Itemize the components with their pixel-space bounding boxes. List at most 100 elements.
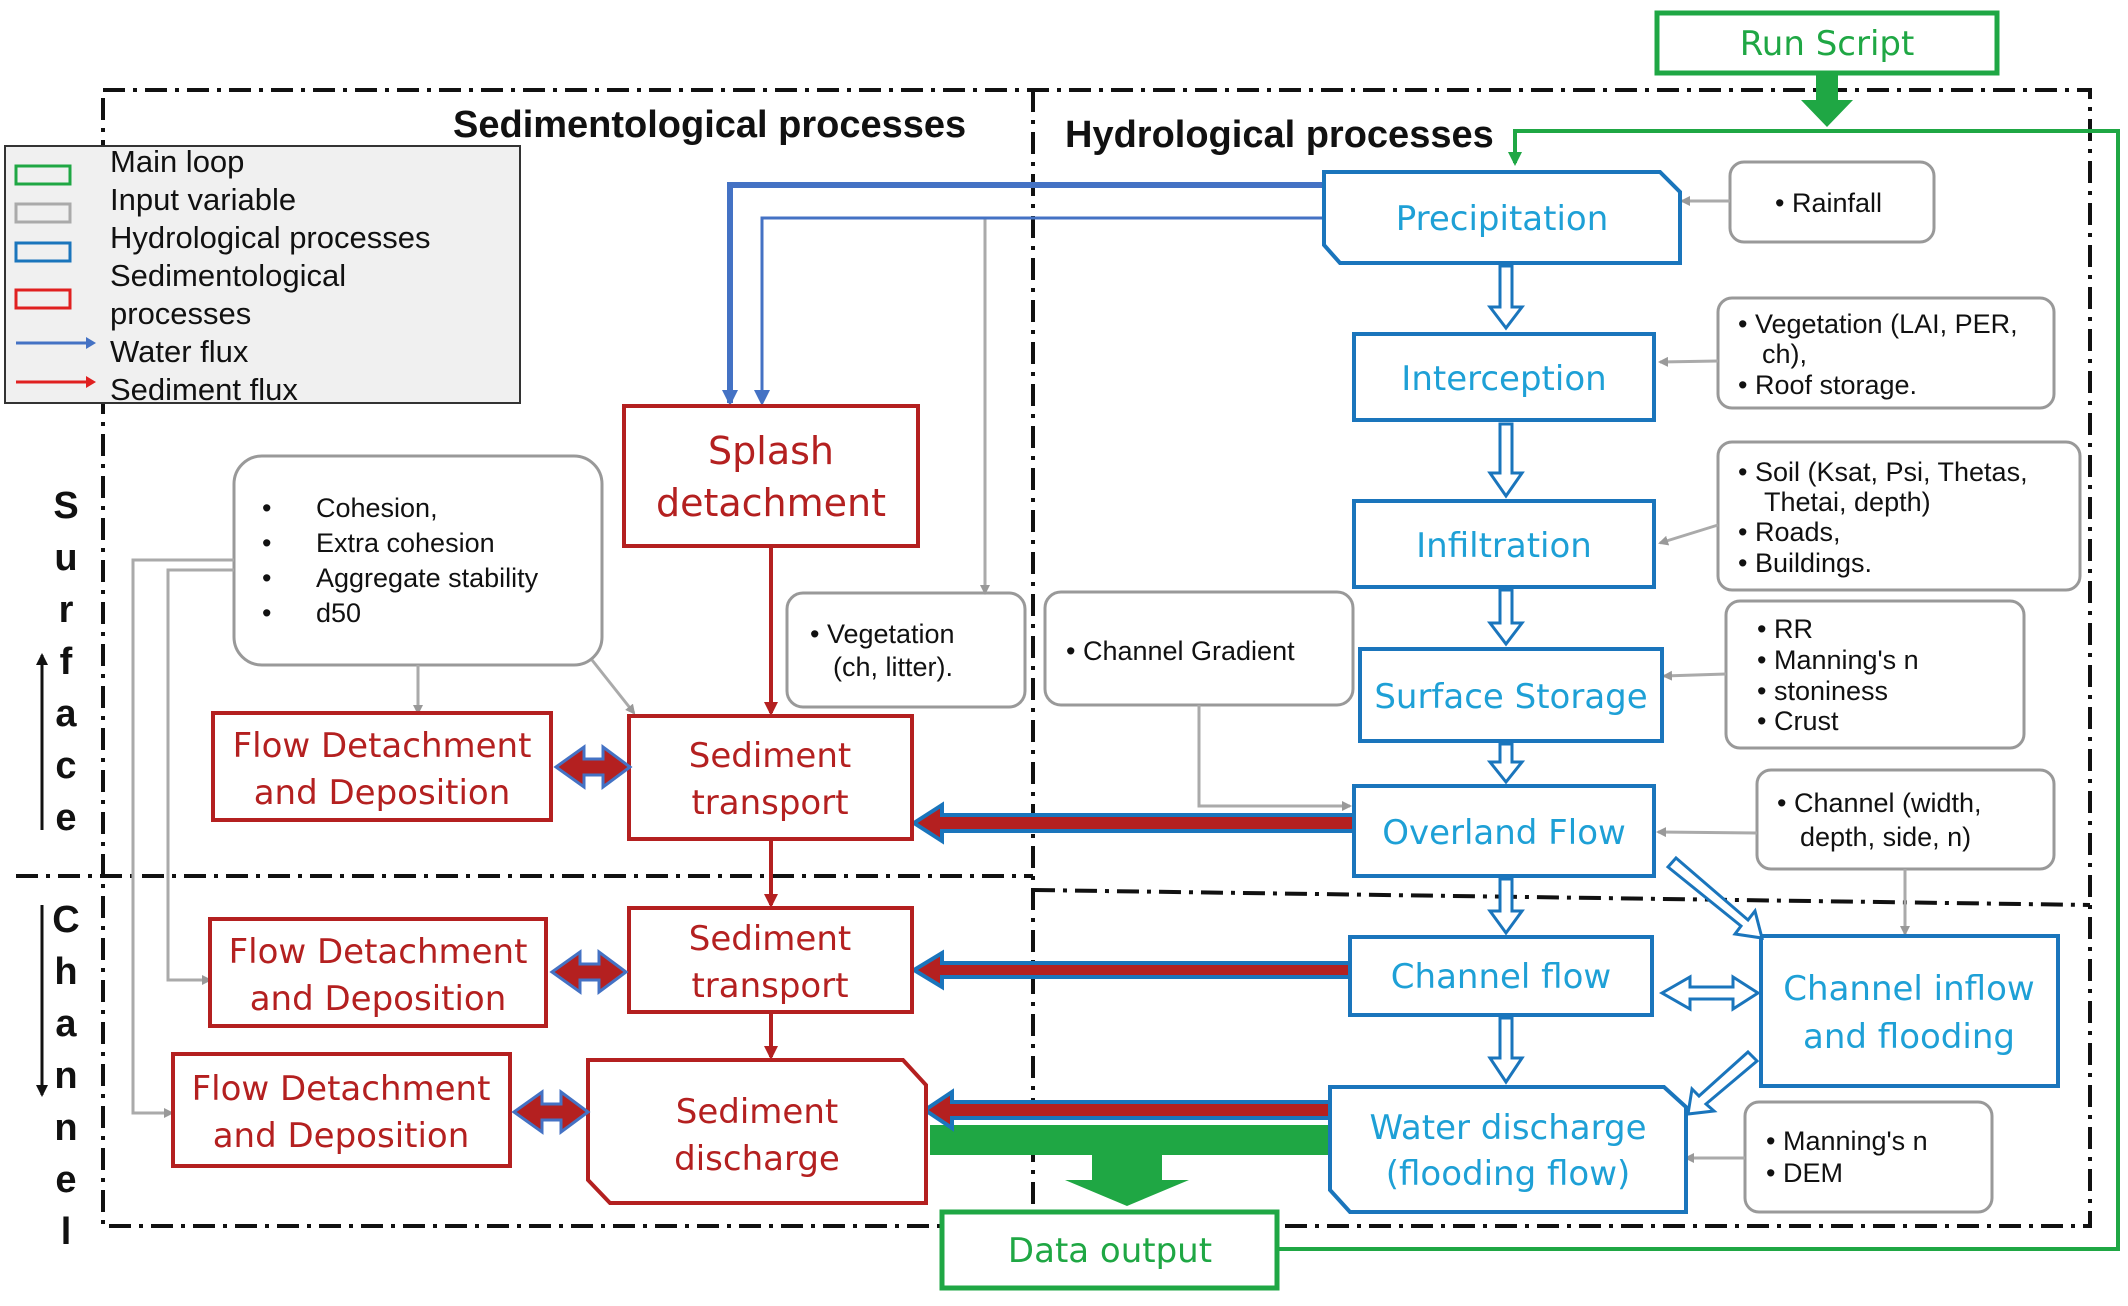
vegetation-lai-line: ch), — [1762, 339, 1807, 369]
sed-discharge-box — [586, 1058, 928, 1205]
inflow-to-discharge-arrow — [1686, 1049, 1760, 1116]
channel-inflow-double-arrow — [1658, 974, 1761, 1012]
manning-dem-box — [1743, 1100, 1994, 1214]
soil-line: • Soil (Ksat, Psi, Thetas, — [1738, 457, 2028, 487]
channel-inflow-box — [1759, 934, 2060, 1088]
flow-det-2-label: Flow Detachment — [229, 932, 528, 972]
overland-to-transport-flux — [910, 801, 1356, 845]
surface-params-line: • Manning's n — [1757, 645, 1919, 675]
run-script-label: Run Script — [1740, 24, 1915, 64]
run-script-box — [1654, 10, 2000, 76]
rainfall-text: • Rainfall — [1775, 188, 1882, 218]
cohesion-bullet: • — [262, 493, 271, 523]
water-discharge-label: Water discharge — [1369, 1108, 1646, 1148]
legend-water-flux: Water flux — [110, 334, 249, 369]
precipitation-label: Precipitation — [1396, 199, 1609, 239]
cohesion-to-flow-det-3 — [131, 558, 234, 1118]
cohesion-line: d50 — [316, 598, 361, 628]
overland-to-inflow-arrow — [1665, 855, 1765, 940]
surface-letter: c — [55, 745, 76, 787]
storage-to-overland-arrow — [1486, 742, 1526, 785]
water-discharge-box — [1328, 1085, 1688, 1214]
channel-letter: h — [54, 951, 77, 993]
precipitation-box — [1322, 170, 1682, 265]
flow-det-3-label: Flow Detachment — [192, 1069, 491, 1109]
data-output-box — [939, 1209, 1280, 1291]
main-loop-line — [1278, 129, 2120, 1251]
soil-line: Thetai, depth) — [1764, 487, 1931, 517]
output-down-arrow — [1065, 1155, 1189, 1206]
discharge-to-sed-discharge-flux — [921, 1088, 1332, 1132]
cohesion-line: Aggregate stability — [316, 563, 539, 593]
data-output-label: Data output — [1008, 1231, 1212, 1271]
channel-letter: C — [52, 899, 79, 941]
vegetation-lai-box — [1716, 296, 2056, 410]
surface-letter: u — [54, 537, 77, 579]
legend-hydro-swatch — [14, 241, 72, 263]
surface-storage-box — [1358, 647, 1664, 743]
splash-box — [622, 404, 920, 548]
vegetation-lai-line: • Vegetation (LAI, PER, — [1738, 309, 2018, 339]
input-arrows — [131, 196, 1910, 1163]
infiltration-label: Infiltration — [1416, 526, 1592, 566]
channel-dims-box — [1755, 768, 2056, 871]
water-to-sediment-flux — [910, 801, 1356, 1132]
flow-det-2-box — [208, 917, 548, 1028]
manning-dem-line: • Manning's n — [1766, 1126, 1928, 1156]
transport-surface-box — [627, 714, 914, 841]
channel-side-label: C h a n n e l — [36, 899, 80, 1253]
legend-input-variable: Input variable — [110, 182, 296, 217]
channel-flow-box — [1348, 935, 1654, 1017]
legend: Main loop Input variable Hydrological pr… — [4, 144, 521, 407]
channel-letter: e — [55, 1159, 76, 1201]
exchange-arrows — [511, 744, 633, 1135]
channel-dims-arrow — [1656, 827, 1758, 838]
legend-sediment-flux: Sediment flux — [110, 372, 298, 407]
cohesion-bullet: • — [262, 598, 271, 628]
interception-box — [1352, 332, 1656, 422]
surface-params-line: • RR — [1757, 614, 1813, 644]
overland-flow-box — [1352, 784, 1656, 878]
channel-to-transport-flux — [910, 949, 1352, 991]
transport-surface-label: transport — [691, 783, 848, 823]
splash-label: detachment — [656, 481, 886, 525]
surface-params-line: • Crust — [1757, 706, 1839, 736]
exchange-arrow-1 — [553, 744, 633, 790]
legend-processes: processes — [110, 296, 251, 331]
cohesion-line: Cohesion, — [316, 493, 438, 523]
channel-gradient-arrow — [1197, 705, 1352, 811]
water-discharge-label: (flooding flow) — [1386, 1154, 1631, 1194]
channel-inflow-label: and flooding — [1803, 1017, 2015, 1057]
hydrological-flow-arrows — [1486, 264, 1765, 1116]
legend-sediment-flux-head — [86, 376, 96, 388]
transport-channel-box — [627, 906, 914, 1014]
overland-to-channel-arrow — [1487, 877, 1525, 936]
surface-params-line: • stoniness — [1757, 676, 1888, 706]
interception-label: Interception — [1401, 359, 1606, 399]
water-flux-arrows — [722, 182, 1324, 406]
sed-discharge-label: discharge — [674, 1139, 840, 1179]
legend-main-loop: Main loop — [110, 144, 244, 179]
soil-line: • Buildings. — [1738, 548, 1872, 578]
channel-dims-line: depth, side, n) — [1800, 822, 1971, 852]
legend-sedimentological: Sedimentological — [110, 258, 346, 293]
surface-letter: e — [55, 797, 76, 839]
infiltration-box — [1352, 499, 1656, 589]
transport-channel-label: Sediment — [689, 919, 851, 959]
channel-flow-label: Channel flow — [1391, 957, 1611, 997]
infiltration-to-storage-arrow — [1486, 588, 1526, 647]
legend-main-loop-swatch — [14, 164, 72, 186]
legend-hydrological: Hydrological processes — [110, 220, 430, 255]
flow-det-1-label: and Deposition — [254, 773, 511, 813]
soil-arrow — [1658, 523, 1719, 546]
channel-inflow-label: Channel inflow — [1783, 969, 2034, 1009]
vegetation-litter-box — [785, 591, 1027, 709]
surface-storage-label: Surface Storage — [1374, 677, 1647, 717]
channel-gradient-text: • Channel Gradient — [1066, 636, 1295, 666]
transport-channel-label: transport — [691, 966, 848, 1006]
surface-letter: S — [53, 485, 78, 527]
cohesion-to-sed-transport — [590, 659, 636, 715]
legend-input-swatch — [14, 202, 72, 224]
hydrological-header: Hydrological processes — [1065, 114, 1494, 156]
output-bar — [930, 1125, 1328, 1155]
